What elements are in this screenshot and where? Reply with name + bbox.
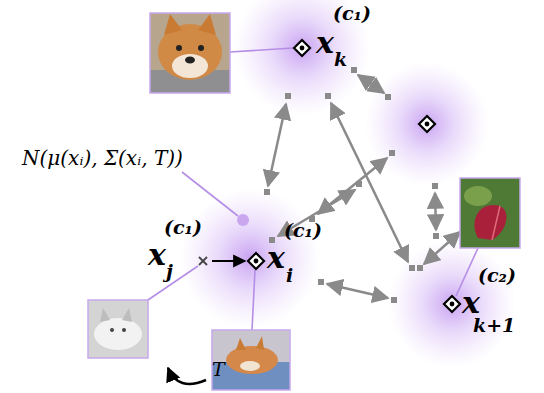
point-symbol: x xyxy=(462,288,480,318)
distribution-label: N(μ(xᵢ), Σ(xᵢ, T)) xyxy=(22,148,183,168)
index-subscript: j xyxy=(166,262,173,281)
class-superscript: (c₂) xyxy=(478,266,516,285)
point-symbol: x xyxy=(148,240,166,270)
point-symbol: x xyxy=(316,28,334,58)
point-symbol: x xyxy=(267,243,285,273)
class-superscript: (c₁) xyxy=(164,218,202,237)
index-subscript: k+1 xyxy=(473,316,515,335)
index-subscript: k xyxy=(334,50,347,69)
class-superscript: (c₁) xyxy=(333,4,371,23)
class-superscript: (c₁) xyxy=(284,221,322,240)
index-subscript: i xyxy=(286,266,293,285)
transform-label: T xyxy=(212,360,225,379)
